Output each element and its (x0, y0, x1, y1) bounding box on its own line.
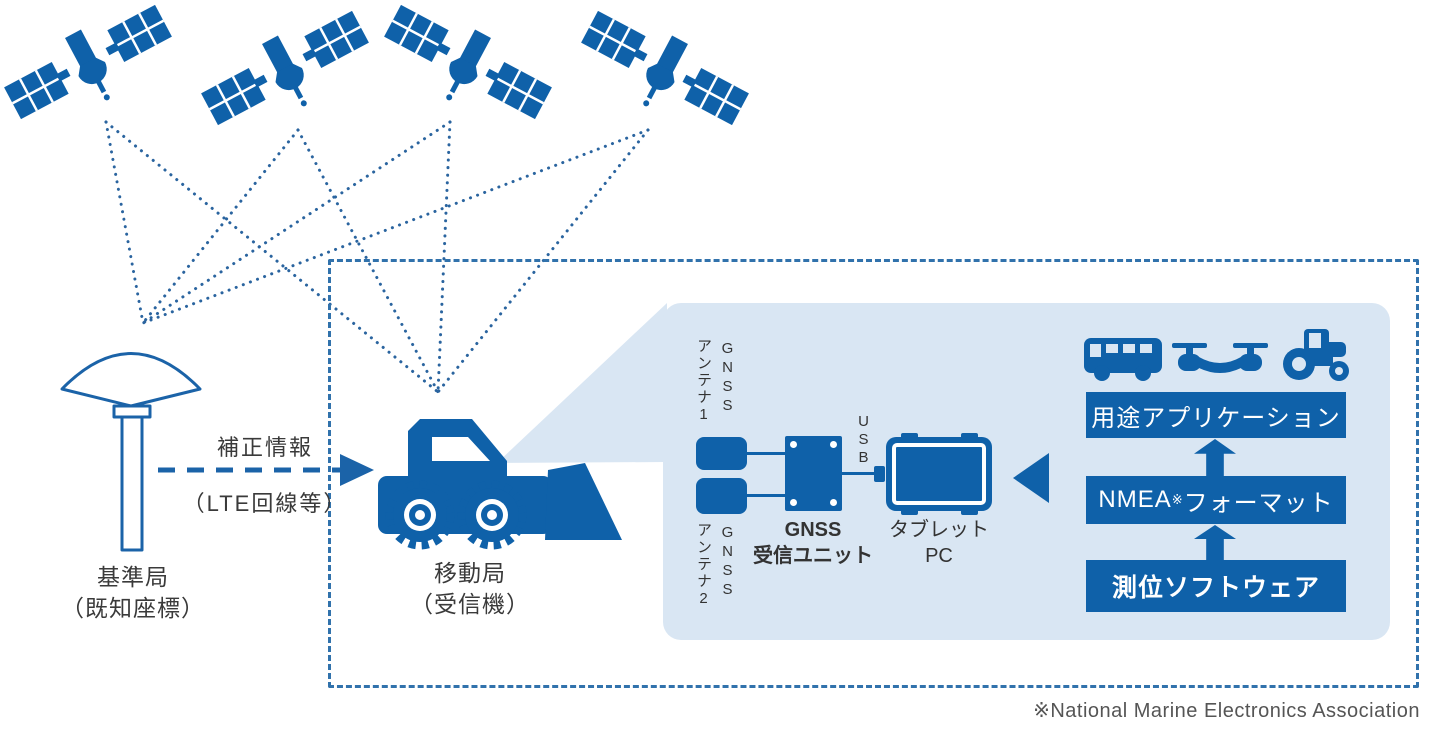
antenna-cable-1 (747, 452, 785, 455)
tablet-bumper (961, 509, 978, 515)
mobile-station-detail-outline (328, 259, 1419, 688)
correction-line-label: （LTE回線等） (182, 491, 348, 516)
antenna1-gnss-label: GNSS (719, 340, 736, 416)
usb-cable (842, 472, 875, 475)
nmea-format-box: NMEA※フォーマット (1086, 476, 1346, 524)
nmea-footnote: ※National Marine Electronics Association (1033, 700, 1420, 722)
positioning-software-box: 測位ソフトウェア (1086, 560, 1346, 612)
tablet-bumper (901, 433, 918, 439)
antenna-cable-2 (747, 494, 785, 497)
zoom-wedge (497, 303, 667, 463)
usb-label: USB (855, 413, 872, 467)
mobile-station-label-line2: （受信機） (410, 591, 530, 617)
application-icons-row (1083, 328, 1351, 382)
correction-info-label: 補正情報 (216, 435, 313, 460)
tractor-icon (1283, 329, 1349, 381)
tablet-bumper (961, 433, 978, 439)
receiver-unit-label: GNSS 受信ユニット (753, 519, 873, 567)
tablet-pc-label: タブレット PC (889, 519, 989, 567)
up-arrow-icon (1194, 525, 1236, 560)
satellite-signal-lines-base (104, 120, 650, 325)
mobile-station-label: 移動局 （受信機） (380, 558, 560, 620)
tablet-screen (892, 443, 986, 505)
base-station-label: 基準局 （既知座標） (43, 562, 223, 624)
application-box: 用途アプリケーション (1086, 392, 1346, 438)
antenna2-gnss-label: GNSS (719, 524, 736, 600)
receiver-detail-panel: アンテナ1 GNSS アンテナ2 GNSS GNSS 受信ユニット USB (663, 303, 1390, 640)
tablet-pc-icon (886, 437, 992, 511)
satellite-icon (567, 0, 758, 148)
screw-icon (790, 441, 797, 448)
satellite-icon (192, 0, 383, 148)
drone-icon (1172, 343, 1268, 373)
gnss-receiver-unit-box (785, 436, 842, 511)
correction-arrow (158, 454, 374, 486)
gnss-antenna1-box (696, 437, 747, 470)
screw-icon (790, 499, 797, 506)
base-station-label-line2: （既知座標） (61, 595, 205, 621)
satellite-icon (0, 0, 186, 142)
mobile-station-label-line1: 移動局 (434, 560, 506, 586)
base-station-label-line1: 基準局 (97, 564, 169, 590)
up-arrow-icon (1194, 439, 1236, 476)
usb-connector (874, 466, 885, 482)
bus-icon (1084, 338, 1162, 381)
gnss-antenna2-box (696, 478, 747, 514)
antenna2-label: アンテナ2 (695, 522, 712, 609)
satellite-icon (370, 0, 561, 142)
tablet-bumper (901, 509, 918, 515)
wheel-loader-icon (378, 419, 622, 550)
antenna1-label: アンテナ1 (695, 338, 712, 425)
screw-icon (830, 441, 837, 448)
screw-icon (830, 499, 837, 506)
left-arrow-icon (1013, 453, 1049, 503)
base-station-antenna-icon (60, 352, 202, 552)
